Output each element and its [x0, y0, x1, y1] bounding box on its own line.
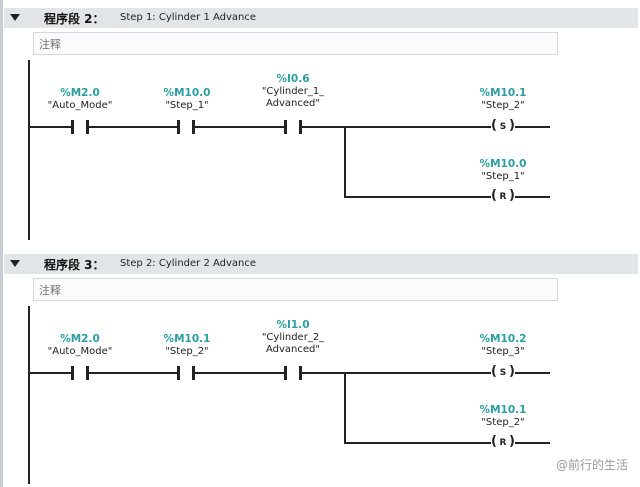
coil-address: %M10.1	[479, 404, 527, 416]
watermark: @前行的生活	[555, 458, 628, 472]
comment-placeholder: 注释	[39, 284, 61, 297]
no-contact-auto-mode[interactable]	[71, 120, 89, 134]
coil-address: %M10.0	[479, 158, 527, 170]
network-title: 程序段 3：	[44, 258, 105, 272]
network-title: 程序段 2：	[44, 12, 105, 26]
reset-coil-step-2[interactable]: (R)	[491, 434, 515, 450]
no-contact-auto-mode[interactable]	[71, 366, 89, 380]
editor-left-border	[0, 0, 3, 487]
coil-symbol: "Step_2"	[481, 417, 525, 428]
contact-address: %I1.0	[276, 319, 310, 331]
contact-address: %I0.6	[276, 73, 310, 85]
no-contact-cylinder-2-advanced[interactable]	[284, 366, 302, 380]
contact-symbol: "Step_2"	[165, 346, 209, 357]
contact-address: %M10.1	[163, 333, 211, 345]
network-3: 程序段 3： Step 2: Cylinder 2 Advance 注释 %M2…	[0, 254, 640, 487]
contact-symbol: "Cylinder_1_ Advanced"	[261, 86, 325, 109]
no-contact-cylinder-1-advanced[interactable]	[284, 120, 302, 134]
coil-type: S	[499, 122, 507, 132]
no-contact-step-2[interactable]	[177, 366, 195, 380]
coil-address: %M10.1	[479, 87, 527, 99]
coil-type: S	[499, 368, 507, 378]
set-coil-step-2[interactable]: (S)	[491, 118, 515, 134]
branch-wire-vertical	[344, 126, 346, 198]
coil-type: R	[499, 192, 507, 202]
branch-wire-vertical	[344, 372, 346, 444]
coil-symbol: "Step_1"	[481, 171, 525, 182]
power-rail	[28, 306, 30, 484]
branch-wire	[344, 442, 550, 444]
network-header[interactable]: 程序段 3： Step 2: Cylinder 2 Advance	[4, 254, 638, 274]
coil-type: R	[499, 438, 507, 448]
coil-symbol: "Step_2"	[481, 100, 525, 111]
network-comment-field[interactable]: 注释	[33, 278, 558, 301]
coil-symbol: "Step_3"	[481, 346, 525, 357]
collapse-triangle-icon[interactable]	[10, 14, 20, 21]
network-description[interactable]: Step 2: Cylinder 2 Advance	[120, 258, 257, 269]
network-2: 程序段 2： Step 1: Cylinder 1 Advance 注释 %M2…	[0, 8, 640, 248]
contact-symbol: "Cylinder_2_ Advanced"	[261, 332, 325, 355]
contact-symbol: "Step_1"	[165, 100, 209, 111]
no-contact-step-1[interactable]	[177, 120, 195, 134]
contact-address: %M2.0	[60, 333, 100, 345]
comment-placeholder: 注释	[39, 38, 61, 51]
contact-address: %M2.0	[60, 87, 100, 99]
contact-symbol: "Auto_Mode"	[47, 100, 113, 111]
reset-coil-step-1[interactable]: (R)	[491, 188, 515, 204]
power-rail	[28, 60, 30, 240]
contact-symbol: "Auto_Mode"	[47, 346, 113, 357]
network-comment-field[interactable]: 注释	[33, 32, 558, 55]
branch-wire	[344, 196, 550, 198]
network-header[interactable]: 程序段 2： Step 1: Cylinder 1 Advance	[4, 8, 638, 28]
coil-address: %M10.2	[479, 333, 527, 345]
network-description[interactable]: Step 1: Cylinder 1 Advance	[120, 12, 257, 23]
collapse-triangle-icon[interactable]	[10, 260, 20, 267]
set-coil-step-3[interactable]: (S)	[491, 364, 515, 380]
contact-address: %M10.0	[163, 87, 211, 99]
